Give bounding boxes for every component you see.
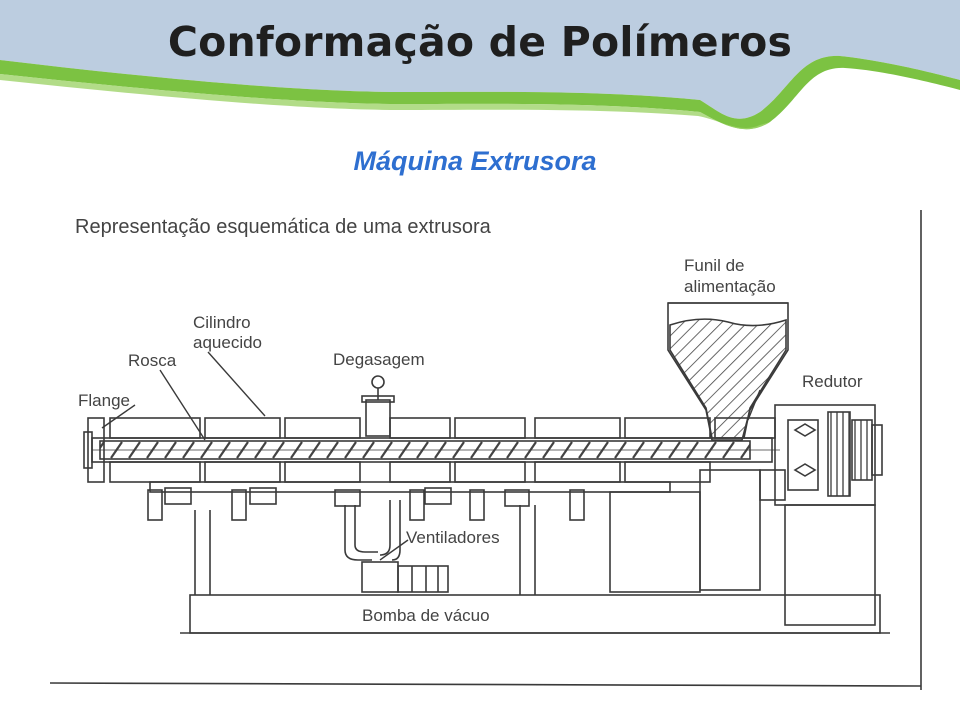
label-funil-line2: alimentação: [684, 277, 776, 296]
label-funil-line1: Funil de: [684, 256, 744, 275]
diagram-heading: Representação esquemática de uma extruso…: [75, 216, 492, 238]
vacuum-system: [344, 500, 449, 593]
degassing-vent: [361, 375, 395, 437]
flange: [83, 417, 105, 483]
slide-title: Conformação de Polímeros: [167, 18, 793, 66]
barrel-screw: [91, 437, 780, 463]
header-wave-graphic: [0, 0, 960, 130]
header-banner: [0, 0, 960, 135]
label-leaders: [101, 351, 761, 561]
label-ventiladores: Ventiladores: [406, 528, 500, 547]
label-bomba: Bomba de vácuo: [362, 606, 490, 625]
label-flange: Flange: [78, 391, 130, 410]
label-redutor: Redutor: [802, 372, 863, 391]
machine-frame: [147, 469, 890, 634]
extruder-diagram: Representação esquemática de uma extruso…: [49, 210, 922, 690]
reducer: [759, 404, 883, 626]
label-cilindro-line2: aquecido: [193, 333, 262, 352]
slide-subtitle: Máquina Extrusora: [353, 146, 597, 176]
label-degasagem: Degasagem: [333, 350, 425, 369]
label-rosca: Rosca: [128, 351, 177, 370]
hopper: [667, 302, 789, 441]
label-cilindro-line1: Cilindro: [193, 313, 251, 332]
